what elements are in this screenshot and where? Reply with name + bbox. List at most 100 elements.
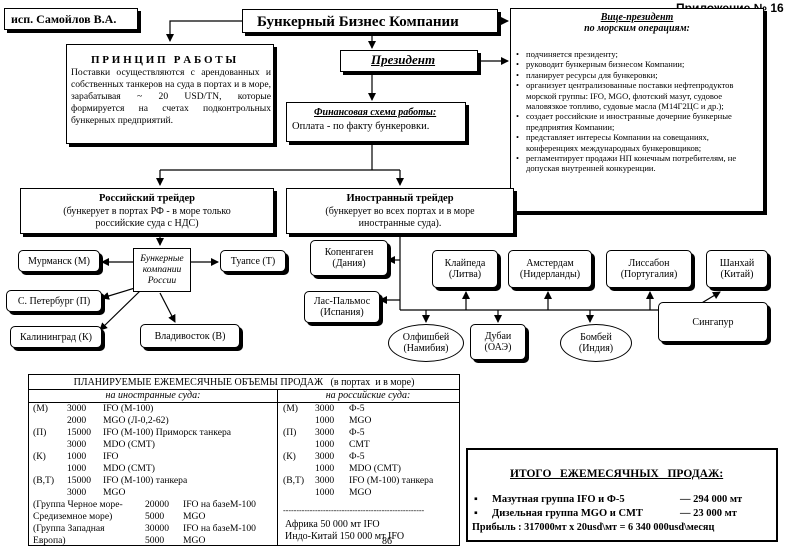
foreign-trader-text: (бункерует во всех портах и в море иност… — [325, 206, 475, 229]
plan-cell: (Группа Черное море- — [33, 499, 123, 510]
plan-cell: 15000 — [67, 427, 91, 438]
totals-profit: Прибыль : 317000мт х 20usd\мт = 6 340 00… — [472, 522, 715, 533]
plan-russian-header: на российские суда: — [325, 390, 411, 401]
plan-cell: MGO — [349, 415, 372, 426]
port-bombay: Бомбей (Индия) — [560, 324, 632, 362]
vp-title: Вице-президент — [600, 12, 674, 23]
port-murmansk: Мурманск (М) — [18, 250, 100, 272]
plan-cell: 1000 — [67, 463, 87, 474]
russian-trader-text: (бункерует в портах РФ - в море только р… — [63, 206, 231, 229]
company-line: Бункерные — [140, 253, 184, 264]
port-name: Олфишбей — [402, 332, 450, 343]
plan-africa: Африка 50 000 мт IFO — [285, 519, 380, 530]
plan-cell: 30000 — [145, 523, 169, 534]
plan-cell: IFO (М-100) — [103, 403, 154, 414]
plan-cell: 15000 — [67, 475, 91, 486]
plan-cell: (К) — [283, 451, 296, 462]
principles-heading: П Р И Н Ц И П Р А Б О Т Ы — [91, 54, 237, 66]
vp-duty: организует централизованные поставки неф… — [514, 80, 760, 111]
page-title: Бункерный Бизнес Компании — [257, 14, 459, 30]
plan-cell: MGO — [183, 511, 206, 522]
plan-cell: 3000 — [315, 451, 335, 462]
port-name: Амстердам — [526, 258, 574, 269]
plan-cell: СМТ — [349, 439, 370, 450]
port-country: (Испания) — [320, 307, 364, 318]
port-name: Копенгаген — [324, 247, 374, 258]
plan-cell: Ф-5 — [349, 427, 365, 438]
port-name: Шанхай — [719, 258, 755, 269]
author-label: исп. Самойлов В.А. — [11, 12, 117, 26]
plan-cell: MDO (СМТ) — [103, 439, 155, 450]
port-tuapse: Туапсе (Т) — [220, 250, 286, 272]
plan-foreign-header: на иностранные суда: — [105, 390, 201, 401]
plan-indochina: Индо-Китай 150 000 мт IFO — [285, 531, 405, 542]
vp-duty: создает российские и иностранные дочерни… — [514, 111, 760, 132]
totals-fuel-value: — 294 000 мт — [680, 494, 743, 505]
foreign-trader-box: Иностранный трейдер (бункерует во всех п… — [286, 188, 514, 234]
vp-duties-list: подчиняется президенту; руководит бункер… — [514, 49, 760, 174]
russian-bunker-companies-box: Бункерные компании России — [133, 248, 191, 292]
port-singapore: Сингапур — [658, 302, 768, 342]
port-kaliningrad: Калининград (К) — [10, 326, 102, 348]
president-box: Президент — [340, 50, 478, 72]
plan-cell: Ф-5 — [349, 403, 365, 414]
plan-cell: Ф-5 — [349, 451, 365, 462]
plan-cell: 20000 — [145, 499, 169, 510]
plan-cell: IFO (М-100) танкера — [103, 475, 188, 486]
bullet-icon: ▪ — [474, 494, 478, 505]
plan-cell: 3000 — [67, 403, 87, 414]
finance-title: Финансовая схема работы: — [314, 107, 437, 118]
plan-table: ПЛАНИРУЕМЫЕ ЕЖЕМЕСЯЧНЫЕ ОБЪЕМЫ ПРОДАЖ (в… — [28, 374, 460, 546]
port-country: (Литва) — [448, 269, 482, 280]
port-amsterdam: Амстердам (Нидерланды) — [508, 250, 592, 288]
plan-cell: (М) — [283, 403, 298, 414]
port-country: (Дания) — [332, 258, 366, 269]
plan-cell: IFO на базеМ-100 — [183, 499, 256, 510]
plan-cell: 1000 — [315, 487, 335, 498]
port-walvis-bay: Олфишбей (Намибия) — [388, 324, 464, 362]
plan-cell: MGO — [349, 487, 372, 498]
port-country: (Португалия) — [620, 269, 678, 280]
plan-cell: MGO — [183, 535, 206, 546]
port-shanghai: Шанхай (Китай) — [706, 250, 768, 288]
totals-diesel-label: Дизельная группа MGO и СМТ — [492, 508, 643, 519]
plan-cell: MGO (Л-0,2-62) — [103, 415, 169, 426]
plan-cell: 3000 — [67, 439, 87, 450]
plan-cell: MGO — [103, 487, 126, 498]
plan-title: ПЛАНИРУЕМЫЕ ЕЖЕМЕСЯЧНЫЕ ОБЪЕМЫ ПРОДАЖ (в… — [73, 377, 415, 388]
plan-dashes: ----------------------------------------… — [283, 506, 425, 515]
port-name: Клайпеда — [444, 258, 486, 269]
port-name: Дубаи — [484, 331, 512, 342]
vp-box: Вице-президент по морским операциям: под… — [510, 8, 764, 212]
plan-cell: MDO (СМТ) — [103, 463, 155, 474]
finance-text: Оплата - по факту бункеровки. — [292, 121, 430, 132]
author-box: исп. Самойлов В.А. — [4, 8, 138, 30]
title-box: Бункерный Бизнес Компании — [242, 9, 498, 33]
bullet-icon: ▪ — [474, 508, 478, 519]
totals-heading: ИТОГО ЕЖЕМЕСЯЧНЫХ ПРОДАЖ: — [510, 468, 724, 480]
plan-cell: Средиземное море) — [33, 511, 113, 522]
plan-cell: (П) — [33, 427, 47, 438]
plan-cell: 3000 — [315, 427, 335, 438]
vp-duty: представляет интересы Компании на совеща… — [514, 132, 760, 153]
port-country: (Индия) — [578, 343, 614, 354]
port-dubai: Дубаи (ОАЭ) — [470, 324, 526, 360]
foreign-trader-title: Иностранный трейдер — [346, 193, 454, 204]
port-country: (Нидерланды) — [519, 269, 581, 280]
plan-cell: 1000 — [315, 439, 335, 450]
vp-duty: подчиняется президенту; — [514, 49, 760, 60]
plan-cell: 1000 — [67, 451, 87, 462]
vp-duty: регламентирует продажи НП конечным потре… — [514, 153, 760, 174]
port-st-petersburg: С. Петербург (П) — [6, 290, 102, 312]
company-line: компании — [142, 264, 182, 275]
finance-box: Финансовая схема работы: Оплата - по фак… — [286, 102, 466, 142]
port-name: Бомбей — [580, 332, 612, 343]
port-name: Лас-Пальмос — [313, 296, 371, 307]
plan-cell: 1000 — [315, 415, 335, 426]
plan-cell: 3000 — [315, 475, 335, 486]
plan-cell: (П) — [283, 427, 297, 438]
plan-cell: IFO (М-100) Приморск танкера — [103, 427, 232, 438]
plan-cell: MDO (СМТ) — [349, 463, 401, 474]
plan-cell: IFO — [103, 451, 119, 462]
plan-cell: Европа) — [33, 535, 66, 546]
